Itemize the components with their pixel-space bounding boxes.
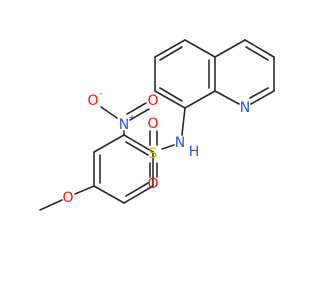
charge-nitro-o-minus: - <box>99 89 102 99</box>
bond-q-r5 <box>214 90 240 105</box>
atom-sulfonyl-o-bottom: O <box>147 176 158 192</box>
bond-q-r2-inner <box>245 46 269 61</box>
bond-s-n <box>161 144 175 150</box>
atom-methoxy-o: O <box>62 190 73 206</box>
bond-q-r4-inner <box>249 87 269 99</box>
atom-amide-h: H <box>189 144 200 160</box>
charge-nitro-n: + <box>128 113 136 123</box>
bond-q-r1 <box>214 39 246 58</box>
atom-quinoline-n: N <box>240 100 250 116</box>
atom-nitro-o: O <box>147 93 158 109</box>
bond-ring-a3 <box>123 134 154 153</box>
bonds <box>39 39 275 211</box>
bond-nitro-n-o-double <box>126 102 147 115</box>
bond-q-l3-inner <box>159 46 183 61</box>
molecule-structure: O - N + O S O O N H N O <box>39 39 275 211</box>
atom-sulfonyl-o-top: O <box>147 116 158 132</box>
bond-nitro-n-ominus <box>100 106 118 119</box>
bond-q-l3 <box>154 39 186 58</box>
bond-ring-a6 <box>93 185 125 204</box>
atom-nitro-n: N <box>119 117 129 133</box>
atom-nitro-o-minus: O <box>87 93 98 109</box>
bond-q-l4 <box>184 39 216 58</box>
bond-ring-a5-inner <box>125 182 149 197</box>
bond-q-l1-inner <box>159 87 183 102</box>
bond-q-l6 <box>184 90 216 109</box>
bond-q-l1 <box>154 90 186 109</box>
bond-o-ring <box>74 185 95 195</box>
bond-nitro-n-o <box>129 108 150 121</box>
bond-ring-a3-inner <box>125 141 149 156</box>
atom-sulfonyl-s: S <box>149 146 158 162</box>
atom-labels: O - N + O S O O N H N O <box>62 89 250 206</box>
atom-amide-n: N <box>175 135 185 151</box>
bond-q-r2 <box>244 39 275 58</box>
bond-q-r4 <box>250 90 275 105</box>
bond-methyl-o <box>39 199 63 211</box>
bond-n-quinoline <box>181 107 186 136</box>
bond-ring-a5 <box>123 185 154 204</box>
bond-ring-a2 <box>93 134 125 153</box>
